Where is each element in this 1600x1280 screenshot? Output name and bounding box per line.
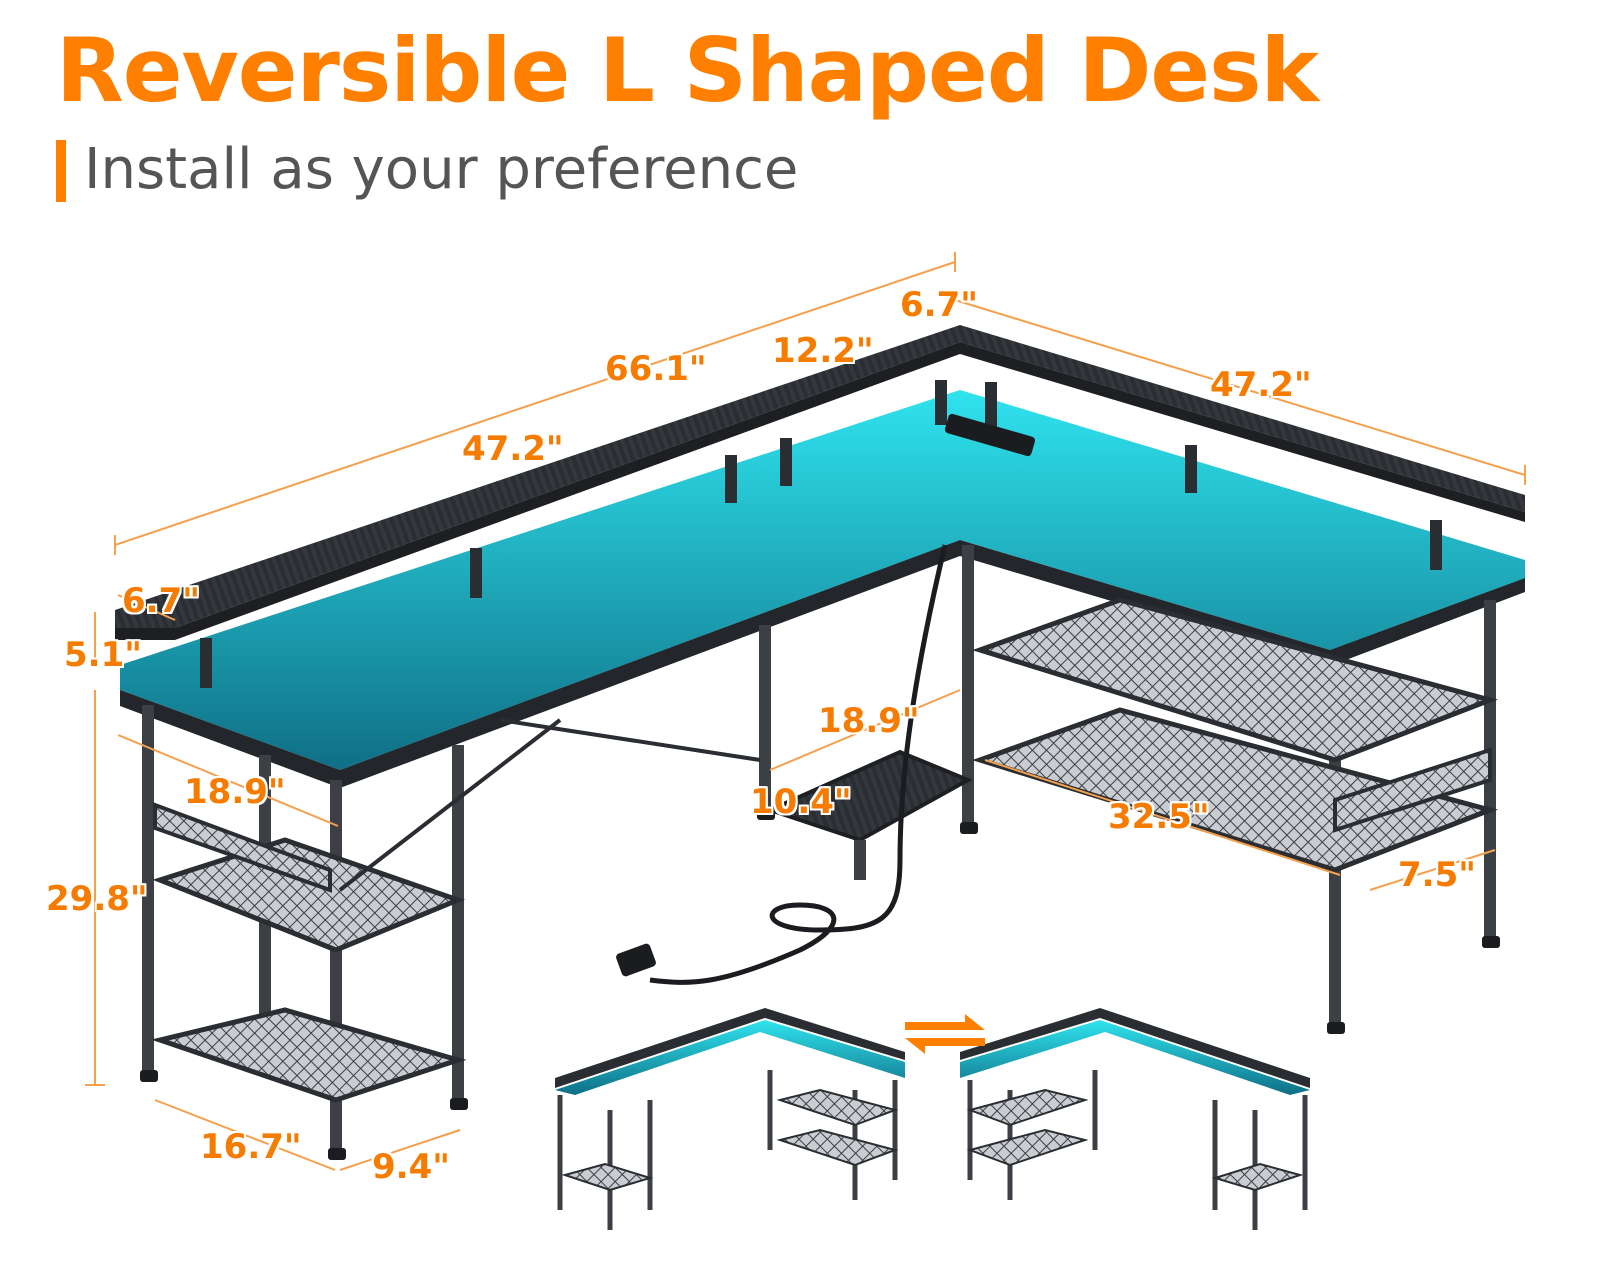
dim-desk-height: 29.8" <box>46 879 148 919</box>
power-plug <box>616 943 656 977</box>
page-subtitle: Install as your preference <box>84 137 799 202</box>
dim-right-length: 47.2" <box>1210 365 1312 405</box>
dim-left-storage-width: 16.7" <box>200 1127 302 1167</box>
left-shelf-upper <box>152 837 466 953</box>
dim-right-shelf-width: 32.5" <box>1108 797 1210 837</box>
dim-shelf-depth: 6.7" <box>122 581 200 621</box>
page-title: Reversible L Shaped Desk <box>56 19 1319 122</box>
dim-corner-depth: 6.7" <box>900 285 978 325</box>
variant-left <box>555 1008 905 1230</box>
swap-arrows-icon <box>905 1014 985 1054</box>
subtitle-accent-bar <box>56 140 66 202</box>
dimension-lines <box>85 252 1526 1171</box>
power-cord <box>649 544 948 985</box>
dim-center-shelf-depth: 18.9" <box>818 701 920 741</box>
desktop-surface <box>120 390 1525 770</box>
center-shelf <box>764 749 973 843</box>
dim-desk-depth-left: 18.9" <box>184 772 286 812</box>
dim-right-shelf-depth: 7.5" <box>1398 855 1476 895</box>
dim-shelf-height: 5.1" <box>64 635 142 675</box>
monitor-shelf <box>115 325 1525 628</box>
dim-top-shelf-offset: 12.2" <box>772 331 874 371</box>
variant-right <box>960 1008 1310 1230</box>
shelf-posts <box>200 380 1442 688</box>
right-shelf-upper <box>972 597 1499 763</box>
main-desk <box>115 325 1525 1160</box>
desk-feet <box>140 808 1500 1160</box>
dim-total-length: 66.1" <box>605 349 707 389</box>
dim-left-length: 47.2" <box>462 429 564 469</box>
dim-left-storage-depth: 9.4" <box>372 1147 450 1187</box>
power-strip <box>944 413 1036 457</box>
right-shelf-middle <box>972 707 1499 873</box>
left-shelf-lower <box>151 1007 467 1103</box>
dim-center-shelf-width: 10.4" <box>750 782 852 822</box>
